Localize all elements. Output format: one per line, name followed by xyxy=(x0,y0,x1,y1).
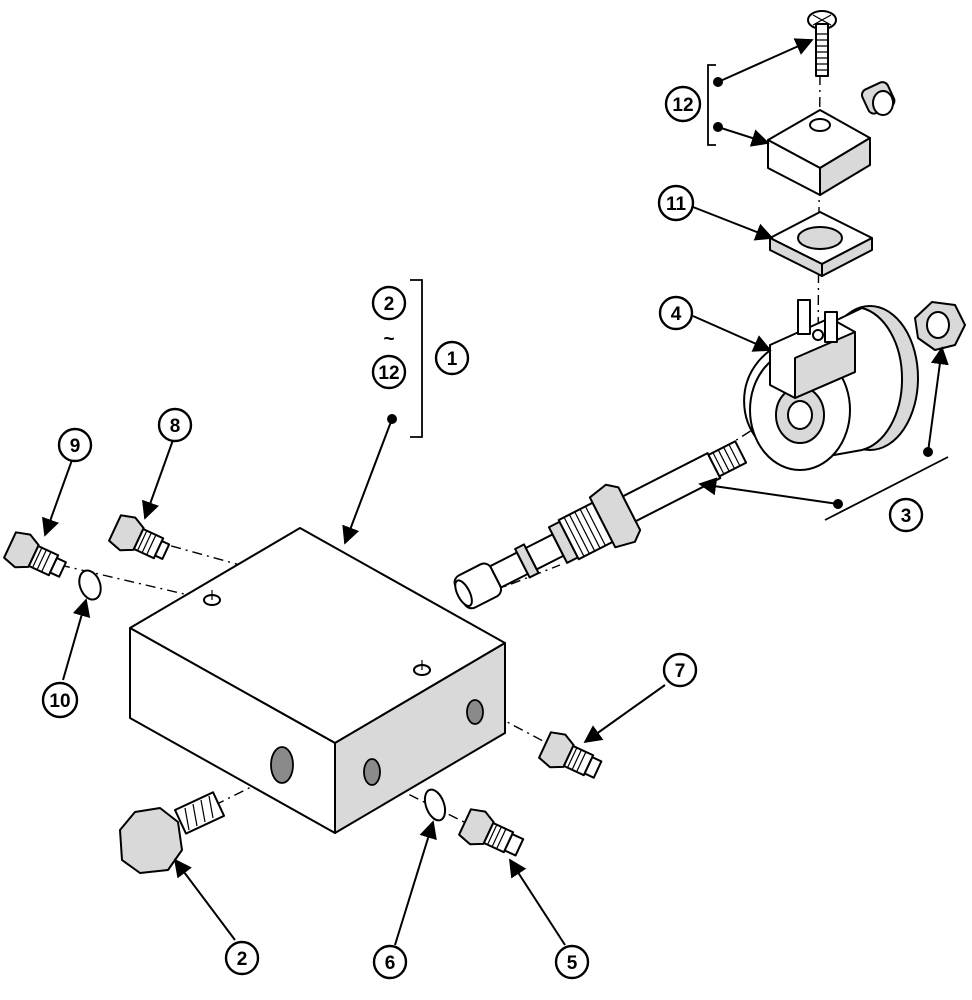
bracket-group-12 xyxy=(707,64,716,146)
o-ring-6 xyxy=(423,788,447,822)
screw xyxy=(807,10,837,77)
callout-10-label: 10 xyxy=(49,691,70,712)
callout-3: 3 xyxy=(888,497,924,533)
cartridge-valve xyxy=(453,440,748,610)
electrical-connector xyxy=(767,81,896,196)
callout-1-label: 1 xyxy=(447,349,458,370)
callout-12-range-end-label: 12 xyxy=(378,363,399,384)
range-separator: ~ xyxy=(383,329,394,350)
callout-5-label: 5 xyxy=(567,953,578,974)
callout-2-range-start: 2 xyxy=(371,285,407,321)
leader-lines xyxy=(42,38,949,946)
bracket-group-3 xyxy=(824,456,949,521)
fitting-5 xyxy=(458,808,525,857)
callout-7-label: 7 xyxy=(675,661,686,682)
manifold-block xyxy=(129,527,506,834)
solenoid-coil xyxy=(743,299,919,471)
callout-6-label: 6 xyxy=(385,953,396,974)
bracket-group-1 xyxy=(410,279,423,438)
gasket xyxy=(769,211,873,277)
callout-10: 10 xyxy=(41,681,79,719)
callout-12: 12 xyxy=(664,85,702,123)
fitting-7 xyxy=(538,731,603,779)
callout-4: 4 xyxy=(658,295,694,331)
callout-9: 9 xyxy=(57,427,93,463)
callout-2-label: 2 xyxy=(237,949,248,970)
callout-1: 1 xyxy=(434,340,470,376)
callout-7: 7 xyxy=(662,652,698,688)
callout-12-label: 12 xyxy=(672,95,693,116)
callout-8-label: 8 xyxy=(170,416,181,437)
leader-dots xyxy=(387,77,933,509)
fitting-8 xyxy=(108,514,171,560)
callout-11-label: 11 xyxy=(666,194,687,215)
callout-3-label: 3 xyxy=(901,506,912,527)
retaining-nut xyxy=(914,301,966,351)
callout-8: 8 xyxy=(157,407,193,443)
plug-part xyxy=(119,791,226,874)
fitting-9 xyxy=(3,531,67,578)
callout-6: 6 xyxy=(372,944,408,980)
callout-12-range-end: 12 xyxy=(371,354,407,390)
o-ring-10 xyxy=(78,569,102,601)
callout-5: 5 xyxy=(554,944,590,980)
callout-4-label: 4 xyxy=(671,304,682,325)
callout-11: 11 xyxy=(657,184,695,222)
callout-2: 2 xyxy=(224,940,260,976)
callout-2-range-start-label: 2 xyxy=(384,294,395,315)
callout-9-label: 9 xyxy=(70,436,81,457)
